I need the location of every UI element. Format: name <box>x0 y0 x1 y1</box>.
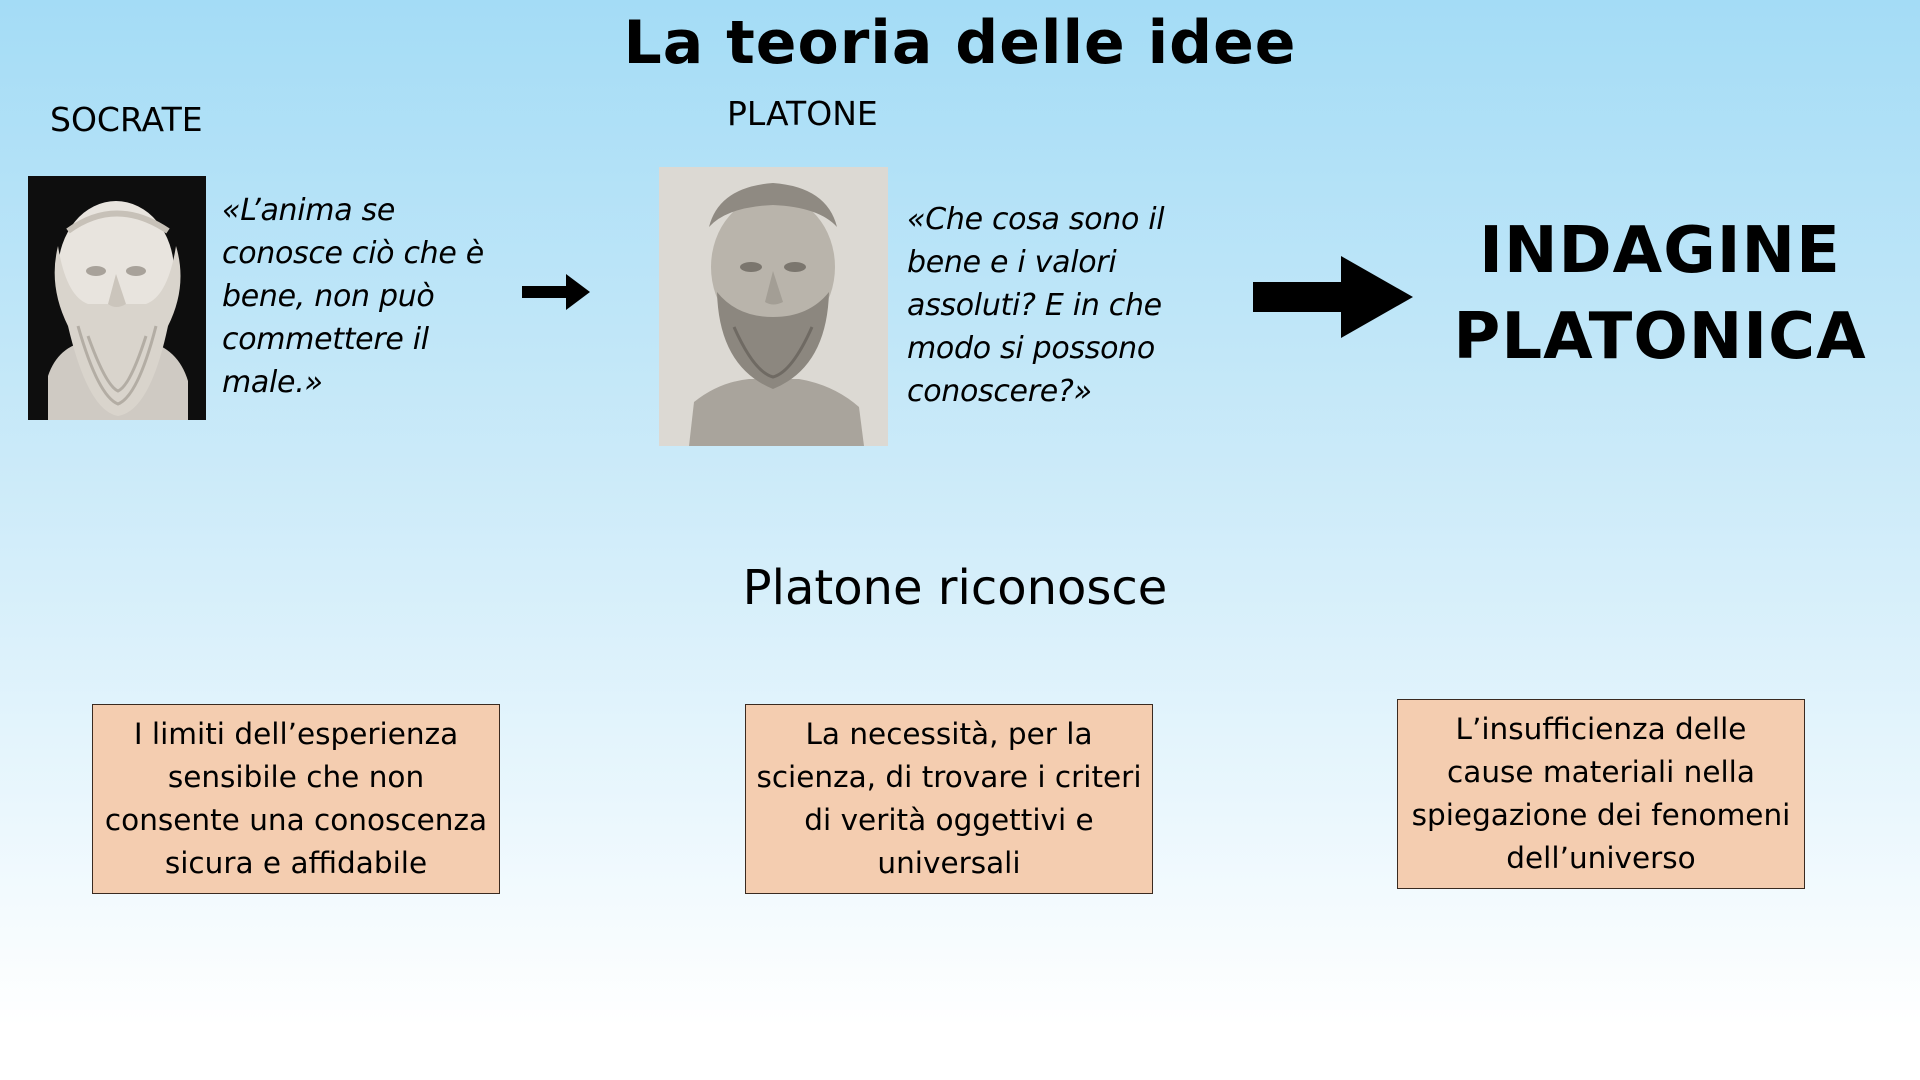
plato-bust-image <box>659 167 888 446</box>
indagine-platonica-heading: INDAGINE PLATONICA <box>1440 208 1880 380</box>
right-arrow-icon <box>1253 256 1413 338</box>
page-title: La teoria delle idee <box>623 8 1297 78</box>
concept-box-insufficiency: L’insufficienza delle cause materiali ne… <box>1397 699 1805 889</box>
concept-box-text: I limiti dell’esperienza sensibile che n… <box>104 717 488 880</box>
platone-quote: «Che cosa sono il bene e i valori assolu… <box>907 202 1165 409</box>
socrate-label: SOCRATE <box>50 100 203 139</box>
concept-box-necessity: La necessità, per la scienza, di trovare… <box>745 704 1153 894</box>
section-subtitle: Platone riconosce <box>742 560 1168 616</box>
right-arrow-icon <box>522 274 590 310</box>
indagine-line2: PLATONICA <box>1453 300 1867 374</box>
concept-box-text: La necessità, per la scienza, di trovare… <box>756 717 1142 880</box>
platone-label: PLATONE <box>727 94 878 133</box>
concept-box-limits: I limiti dell’esperienza sensibile che n… <box>92 704 500 894</box>
socrate-quote: «L’anima se conosce ciò che è bene, non … <box>222 193 484 400</box>
indagine-line1: INDAGINE <box>1479 214 1841 288</box>
concept-box-text: L’insufficienza delle cause materiali ne… <box>1411 712 1791 875</box>
socrates-bust-image <box>28 176 206 420</box>
